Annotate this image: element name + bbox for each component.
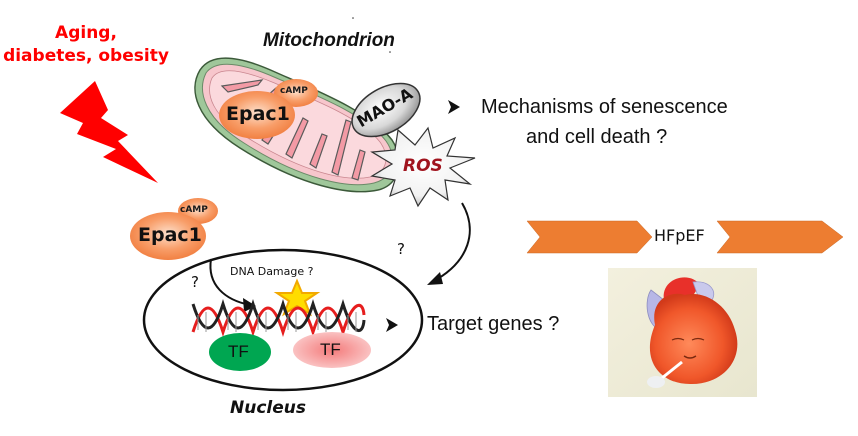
nucleus-title: Nucleus: [230, 398, 306, 418]
tf-green-blob: [209, 333, 271, 371]
risk-factors-label: Aging, diabetes, obesity: [2, 22, 170, 68]
arrowhead-icon: [427, 272, 443, 285]
question-mark-left: ?: [191, 273, 199, 291]
mitochondrion-title: Mitochondrion: [263, 30, 395, 51]
lightning-bolt-icon: [60, 81, 158, 183]
dna-damage-label: DNA Damage ?: [230, 265, 314, 278]
camp-label-mito: cAMP: [280, 86, 308, 96]
ros-label: ROS: [403, 156, 443, 176]
epac1-label-mito: Epac1: [226, 103, 290, 125]
tf-label-pink: TF: [320, 340, 341, 359]
mechanisms-line1: Mechanisms of senescence: [481, 96, 728, 118]
ros-starburst: [370, 126, 476, 208]
arrowhead-icon: [243, 298, 256, 312]
target-genes-label: Target genes ?: [427, 313, 560, 335]
risk-factors-line2: diabetes, obesity: [3, 46, 169, 66]
tf-label-green: TF: [228, 342, 249, 361]
epac-to-dna-arrow: [209, 258, 251, 306]
bullet-arrow-icon: [448, 100, 460, 114]
mao-a-bubble: [351, 82, 421, 138]
ros-to-nucleus-arrow: [431, 202, 471, 283]
chevron-arrow-left: [526, 220, 653, 254]
dna-helix: [191, 298, 366, 338]
epac1-bubble-cyto: [130, 212, 206, 260]
mechanisms-line2: and cell death ?: [526, 126, 668, 148]
hfpef-label: HFpEF: [654, 226, 705, 245]
epac1-bubble-mito: [219, 91, 295, 139]
risk-factors-line1: Aging,: [55, 23, 117, 43]
heart-illustration: [608, 268, 757, 397]
tf-pink-blob: [293, 332, 371, 368]
question-mark-right: ?: [397, 240, 405, 258]
epac1-label-cyto: Epac1: [138, 224, 202, 246]
bullet-arrow-icon: [386, 318, 398, 332]
chevron-arrow-right: [716, 220, 844, 254]
nucleus-membrane: [142, 248, 424, 392]
camp-label-cyto: cAMP: [180, 205, 208, 215]
dna-damage-star-icon: [273, 278, 321, 317]
